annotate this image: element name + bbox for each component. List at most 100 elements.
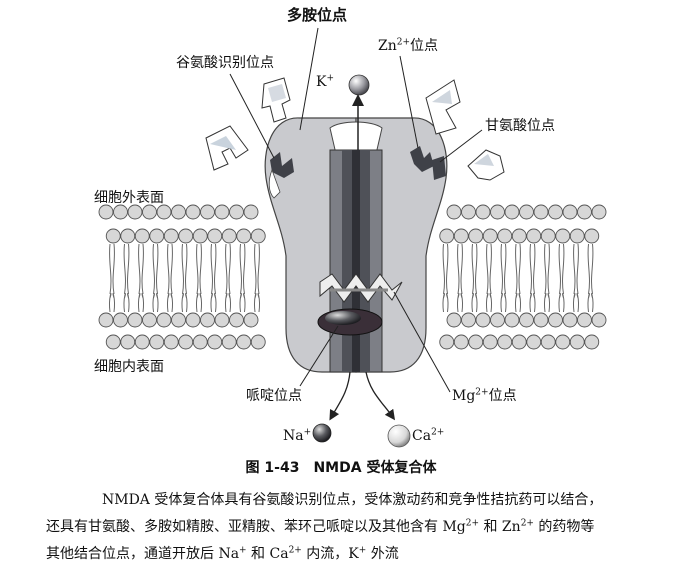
lipid-head <box>243 312 259 328</box>
lipid-tail <box>243 243 246 295</box>
lipid-tail <box>185 293 188 313</box>
lipid-tail <box>239 293 242 313</box>
ligand-glutamate-2-fill <box>268 84 286 102</box>
lipid-head <box>200 204 215 220</box>
body-line-2-part-c: 的药物等 <box>533 519 595 535</box>
lipid-head <box>540 228 556 244</box>
lipid-tail <box>446 243 449 295</box>
lipid-head <box>149 334 165 350</box>
lipid-tail <box>112 243 115 295</box>
lipid-tail <box>228 293 231 313</box>
lipid-head <box>584 334 600 350</box>
lipid-head <box>236 228 252 244</box>
caption-number: 图 1-43 <box>245 460 300 476</box>
lipid-head <box>540 334 556 350</box>
k-ion-ball <box>348 74 370 96</box>
lipid-head <box>214 312 230 328</box>
lipid-tail <box>529 293 532 313</box>
lipid-tail <box>587 243 590 295</box>
k-ion-label: K+ <box>316 74 334 90</box>
body-line-3-part-d: 外流 <box>366 546 399 562</box>
lipid-tail <box>460 243 463 295</box>
mg-site-label: Mg2+位点 <box>452 388 517 404</box>
ligand-glutamate-1-fill <box>210 136 236 150</box>
channel-core <box>352 150 360 372</box>
lipid-head <box>533 312 549 328</box>
lipid-tail <box>547 243 550 295</box>
lipid-head <box>475 204 491 220</box>
lipid-head <box>134 228 150 244</box>
lipid-head <box>562 204 578 220</box>
lipid-tail <box>109 293 112 313</box>
lipid-head <box>207 228 223 244</box>
lipid-tail <box>127 293 130 313</box>
lipid-tail <box>109 243 112 295</box>
lipid-tail <box>123 243 126 295</box>
lipid-head <box>584 228 600 244</box>
k-symbol: K <box>316 74 327 90</box>
glycine-site-label: 甘氨酸位点 <box>485 118 555 134</box>
lipid-tail <box>181 293 184 313</box>
body-paragraph: NMDA 受体复合体具有谷氨酸识别位点，受体激动药和竞争性拮抗药可以结合， 还具… <box>46 487 656 568</box>
lipid-tail <box>170 293 173 313</box>
selectivity-filter <box>319 273 403 303</box>
lipid-head <box>221 334 237 350</box>
piperidine-leader <box>299 325 339 387</box>
ligand-glutamate-1 <box>205 125 249 171</box>
lipid-tail <box>254 293 257 313</box>
na-ion-ball <box>312 423 332 443</box>
lipid-tail <box>460 293 463 313</box>
lipid-bilayer <box>98 204 607 350</box>
glycine-leader <box>439 129 483 163</box>
lipid-tail <box>489 293 492 313</box>
lipid-tail <box>196 243 199 295</box>
lipid-head <box>229 312 244 328</box>
glutamate-leader <box>229 73 275 159</box>
lipid-head <box>98 204 114 220</box>
lipid-head <box>468 228 484 244</box>
lipid-tail <box>225 243 228 295</box>
lipid-head <box>127 312 143 328</box>
ligand-shapes <box>205 74 505 448</box>
body-line-3-part-a: 其他结合位点，通道开放后 Na <box>46 546 240 562</box>
left-lobe-cleft <box>268 168 281 199</box>
lipid-tail <box>141 243 144 295</box>
lipid-head <box>192 228 208 244</box>
lipid-tail <box>243 293 246 313</box>
lipid-tail <box>214 243 217 295</box>
lipid-tail <box>544 243 547 295</box>
lipid-head <box>511 228 527 244</box>
lipid-tail <box>576 243 579 295</box>
zn-symbol: Zn <box>378 38 397 54</box>
na-charge-inline: + <box>239 545 247 556</box>
lipid-tail <box>471 243 474 295</box>
lipid-head <box>482 228 498 244</box>
lipid-tail <box>504 293 507 313</box>
lipid-tail <box>181 243 184 295</box>
lipid-head <box>243 204 259 220</box>
lipid-tail <box>515 293 518 313</box>
zn-site-label: Zn2+位点 <box>378 38 438 54</box>
body-line-3-part-c: 内流，K <box>301 546 359 562</box>
lipid-tail <box>475 293 478 313</box>
lipid-tail <box>489 243 492 295</box>
lipid-tail <box>138 293 141 313</box>
leader-lines <box>229 27 483 393</box>
lipid-head <box>163 334 179 350</box>
lipid-head <box>475 312 491 328</box>
na-influx-arrow <box>329 371 351 421</box>
zn-charge: 2+ <box>396 37 411 48</box>
lipid-tail <box>500 243 503 295</box>
lipid-head <box>142 312 157 328</box>
lipid-head <box>453 334 469 350</box>
lipid-head <box>185 312 201 328</box>
lipid-tail <box>486 243 489 295</box>
lipid-tail <box>533 293 536 313</box>
lipid-tail <box>167 243 170 295</box>
lipid-head <box>120 228 136 244</box>
lipid-tail <box>558 293 561 313</box>
na-ion-label: Na+ <box>283 428 311 444</box>
lipid-head <box>446 204 462 220</box>
lipid-tail <box>591 293 594 313</box>
lipid-head <box>555 334 571 350</box>
